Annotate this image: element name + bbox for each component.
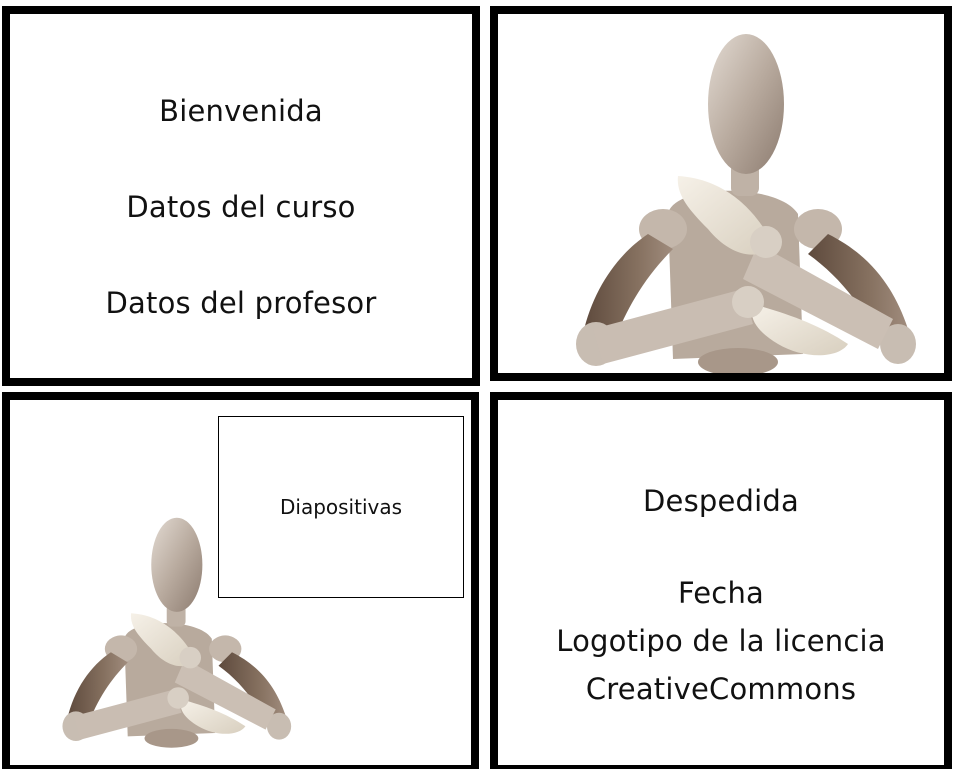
panel-closing: Despedida Fecha Logotipo de la licencia …	[490, 392, 952, 769]
mannequin-small-figure	[62, 517, 292, 748]
intro-teacher-data: Datos del profesor	[105, 286, 377, 320]
intro-welcome: Bienvenida	[159, 94, 323, 128]
closing-license-logo: Logotipo de la licencia	[556, 624, 886, 658]
slides-label: Diapositivas	[279, 495, 403, 519]
intro-course-data: Datos del curso	[126, 190, 356, 224]
closing-date: Fecha	[677, 576, 765, 610]
closing-title: Despedida	[643, 484, 799, 518]
panel-presentation: Diapositivas	[2, 392, 479, 769]
slides-box: Diapositivas	[218, 416, 464, 598]
panel-intro: Bienvenida Datos del curso Datos del pro…	[2, 6, 480, 386]
panel-mannequin	[490, 6, 952, 381]
mannequin-figure	[576, 34, 916, 373]
closing-creativecommons: CreativeCommons	[585, 672, 857, 706]
